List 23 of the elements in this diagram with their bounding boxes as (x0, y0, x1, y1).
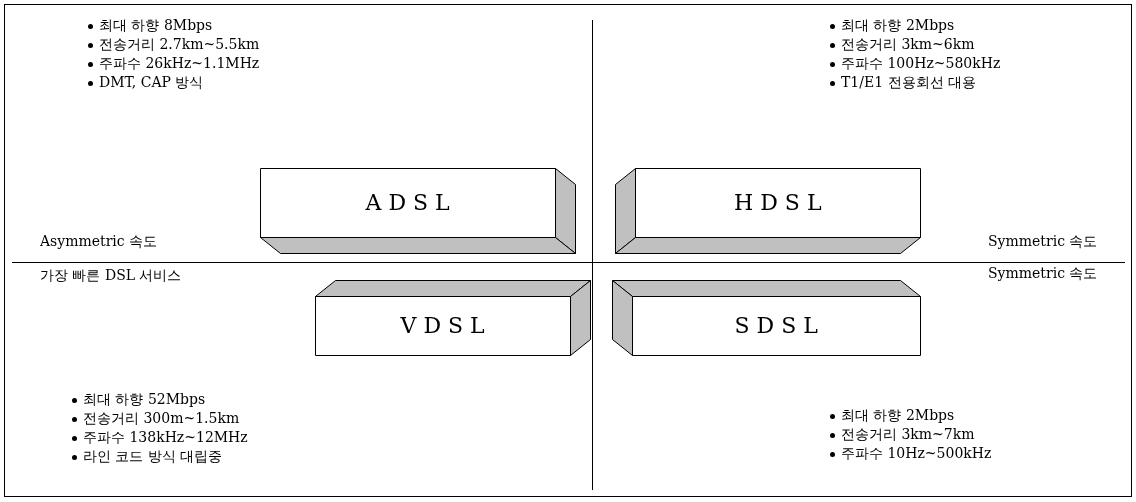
quadrant-note: Symmetric 속도 (988, 232, 1098, 250)
box-label: S D S L (734, 312, 818, 339)
bullet-text: 최대 하향 8Mbps (99, 17, 213, 33)
bullet-text: T1/E1 전용회선 대용 (841, 74, 976, 90)
bullet-text: 주파수 100Hz~580kHz (841, 55, 1001, 71)
quadrant-note: 가장 빠른 DSL 서비스 (40, 266, 182, 284)
bullet-text: 전송거리 300m~1.5km (83, 410, 240, 426)
bullet-text: 라인 코드 방식 대립중 (83, 448, 223, 464)
quadrant-note: Asymmetric 속도 (40, 232, 158, 250)
box-label: V D S L (400, 312, 485, 339)
bullet-text: 최대 하향 2Mbps (841, 17, 955, 33)
bullet-text: 주파수 26kHz~1.1MHz (99, 55, 260, 71)
box-label: H D S L (734, 189, 822, 216)
quadrant-note: Symmetric 속도 (988, 264, 1098, 282)
bullet-text: 최대 하향 2Mbps (841, 407, 955, 423)
bullet-text: 전송거리 2.7km~5.5km (99, 36, 260, 52)
bullet-text: 최대 하향 52Mbps (83, 391, 206, 407)
bullet-text: 주파수 10Hz~500kHz (841, 445, 992, 461)
bullet-text: 전송거리 3km~6km (841, 36, 975, 52)
bullet-text: DMT, CAP 방식 (99, 74, 204, 90)
box-label: A D S L (365, 189, 450, 216)
bullet-text: 전송거리 3km~7km (841, 426, 975, 442)
bullet-text: 주파수 138kHz~12MHz (83, 429, 248, 445)
